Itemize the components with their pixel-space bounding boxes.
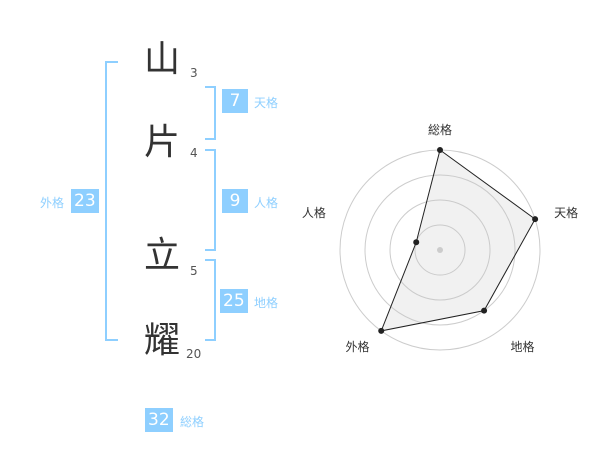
radar-axis-label-5: 人格 [302, 205, 326, 220]
radar-point-4 [378, 327, 385, 334]
radar-polygon [380, 149, 536, 332]
radar-center [437, 247, 443, 253]
name-char-1: 山 [143, 39, 180, 80]
soukaku-value-badge: 32 [145, 408, 173, 432]
soukaku-label: 総格 [180, 415, 205, 429]
radar-point-2 [532, 216, 539, 223]
chikaku-value-badge: 25 [220, 289, 248, 313]
radar-ring [389, 199, 491, 301]
radar-axis-label-4: 外格 [345, 339, 369, 354]
gaikaku-bracket [105, 61, 118, 341]
stroke-count-4: 20 [186, 347, 202, 361]
tenkaku-bracket [205, 86, 216, 140]
chikaku-label: 地格 [254, 296, 279, 310]
name-char-2: 片 [143, 122, 180, 163]
radar-axis-label-2: 天格 [554, 205, 578, 220]
gaikaku-label: 外格 [40, 196, 65, 210]
gaikaku-value-badge: 23 [71, 189, 99, 213]
radar-axis-label-1: 総格 [428, 122, 452, 137]
jinkaku-value-badge: 9 [222, 189, 248, 213]
name-char-3: 立 [143, 235, 180, 276]
jinkaku-label: 人格 [254, 196, 279, 210]
stroke-count-2: 4 [190, 146, 198, 160]
stroke-count-3: 5 [190, 264, 198, 278]
radar-point-5 [413, 239, 420, 246]
name-char-4: 耀 [143, 320, 180, 361]
radar-ring [414, 224, 466, 276]
stroke-count-1: 3 [190, 66, 198, 80]
tenkaku-value-badge: 7 [222, 89, 248, 113]
radar-point-3 [481, 307, 488, 314]
jinkaku-bracket [205, 149, 216, 251]
chikaku-bracket [205, 259, 216, 341]
tenkaku-label: 天格 [254, 96, 279, 110]
radar-axis-label-3: 地格 [511, 339, 535, 354]
radar-point-1 [437, 147, 443, 153]
radar-ring [364, 174, 516, 326]
